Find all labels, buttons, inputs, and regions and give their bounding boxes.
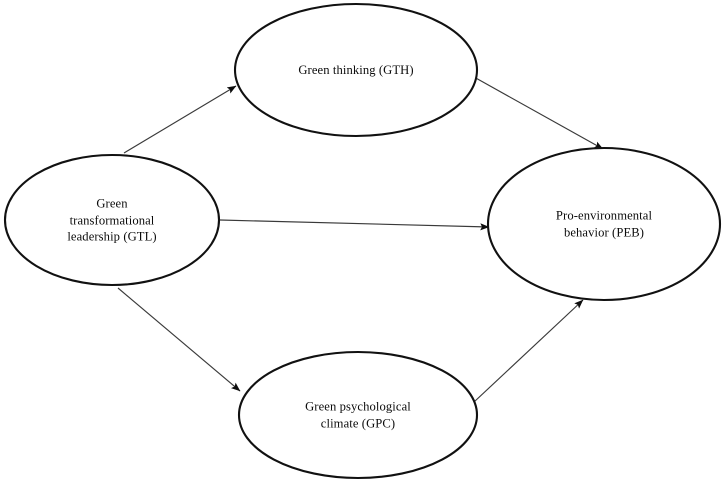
edge-gpc-to-peb — [473, 299, 584, 403]
nodes-group — [3, 2, 722, 480]
node-ellipse-gth — [233, 2, 479, 138]
edge-gtl-to-peb — [219, 219, 490, 231]
node-ellipse-peb — [486, 146, 722, 302]
edge-gtl-to-gth — [123, 85, 237, 154]
node-ellipse-gpc — [237, 350, 479, 480]
edge-gtl-to-gpc — [117, 287, 241, 392]
edges-group — [117, 76, 604, 403]
node-ellipse-gtl — [3, 153, 221, 287]
edge-gth-to-peb — [473, 76, 604, 150]
